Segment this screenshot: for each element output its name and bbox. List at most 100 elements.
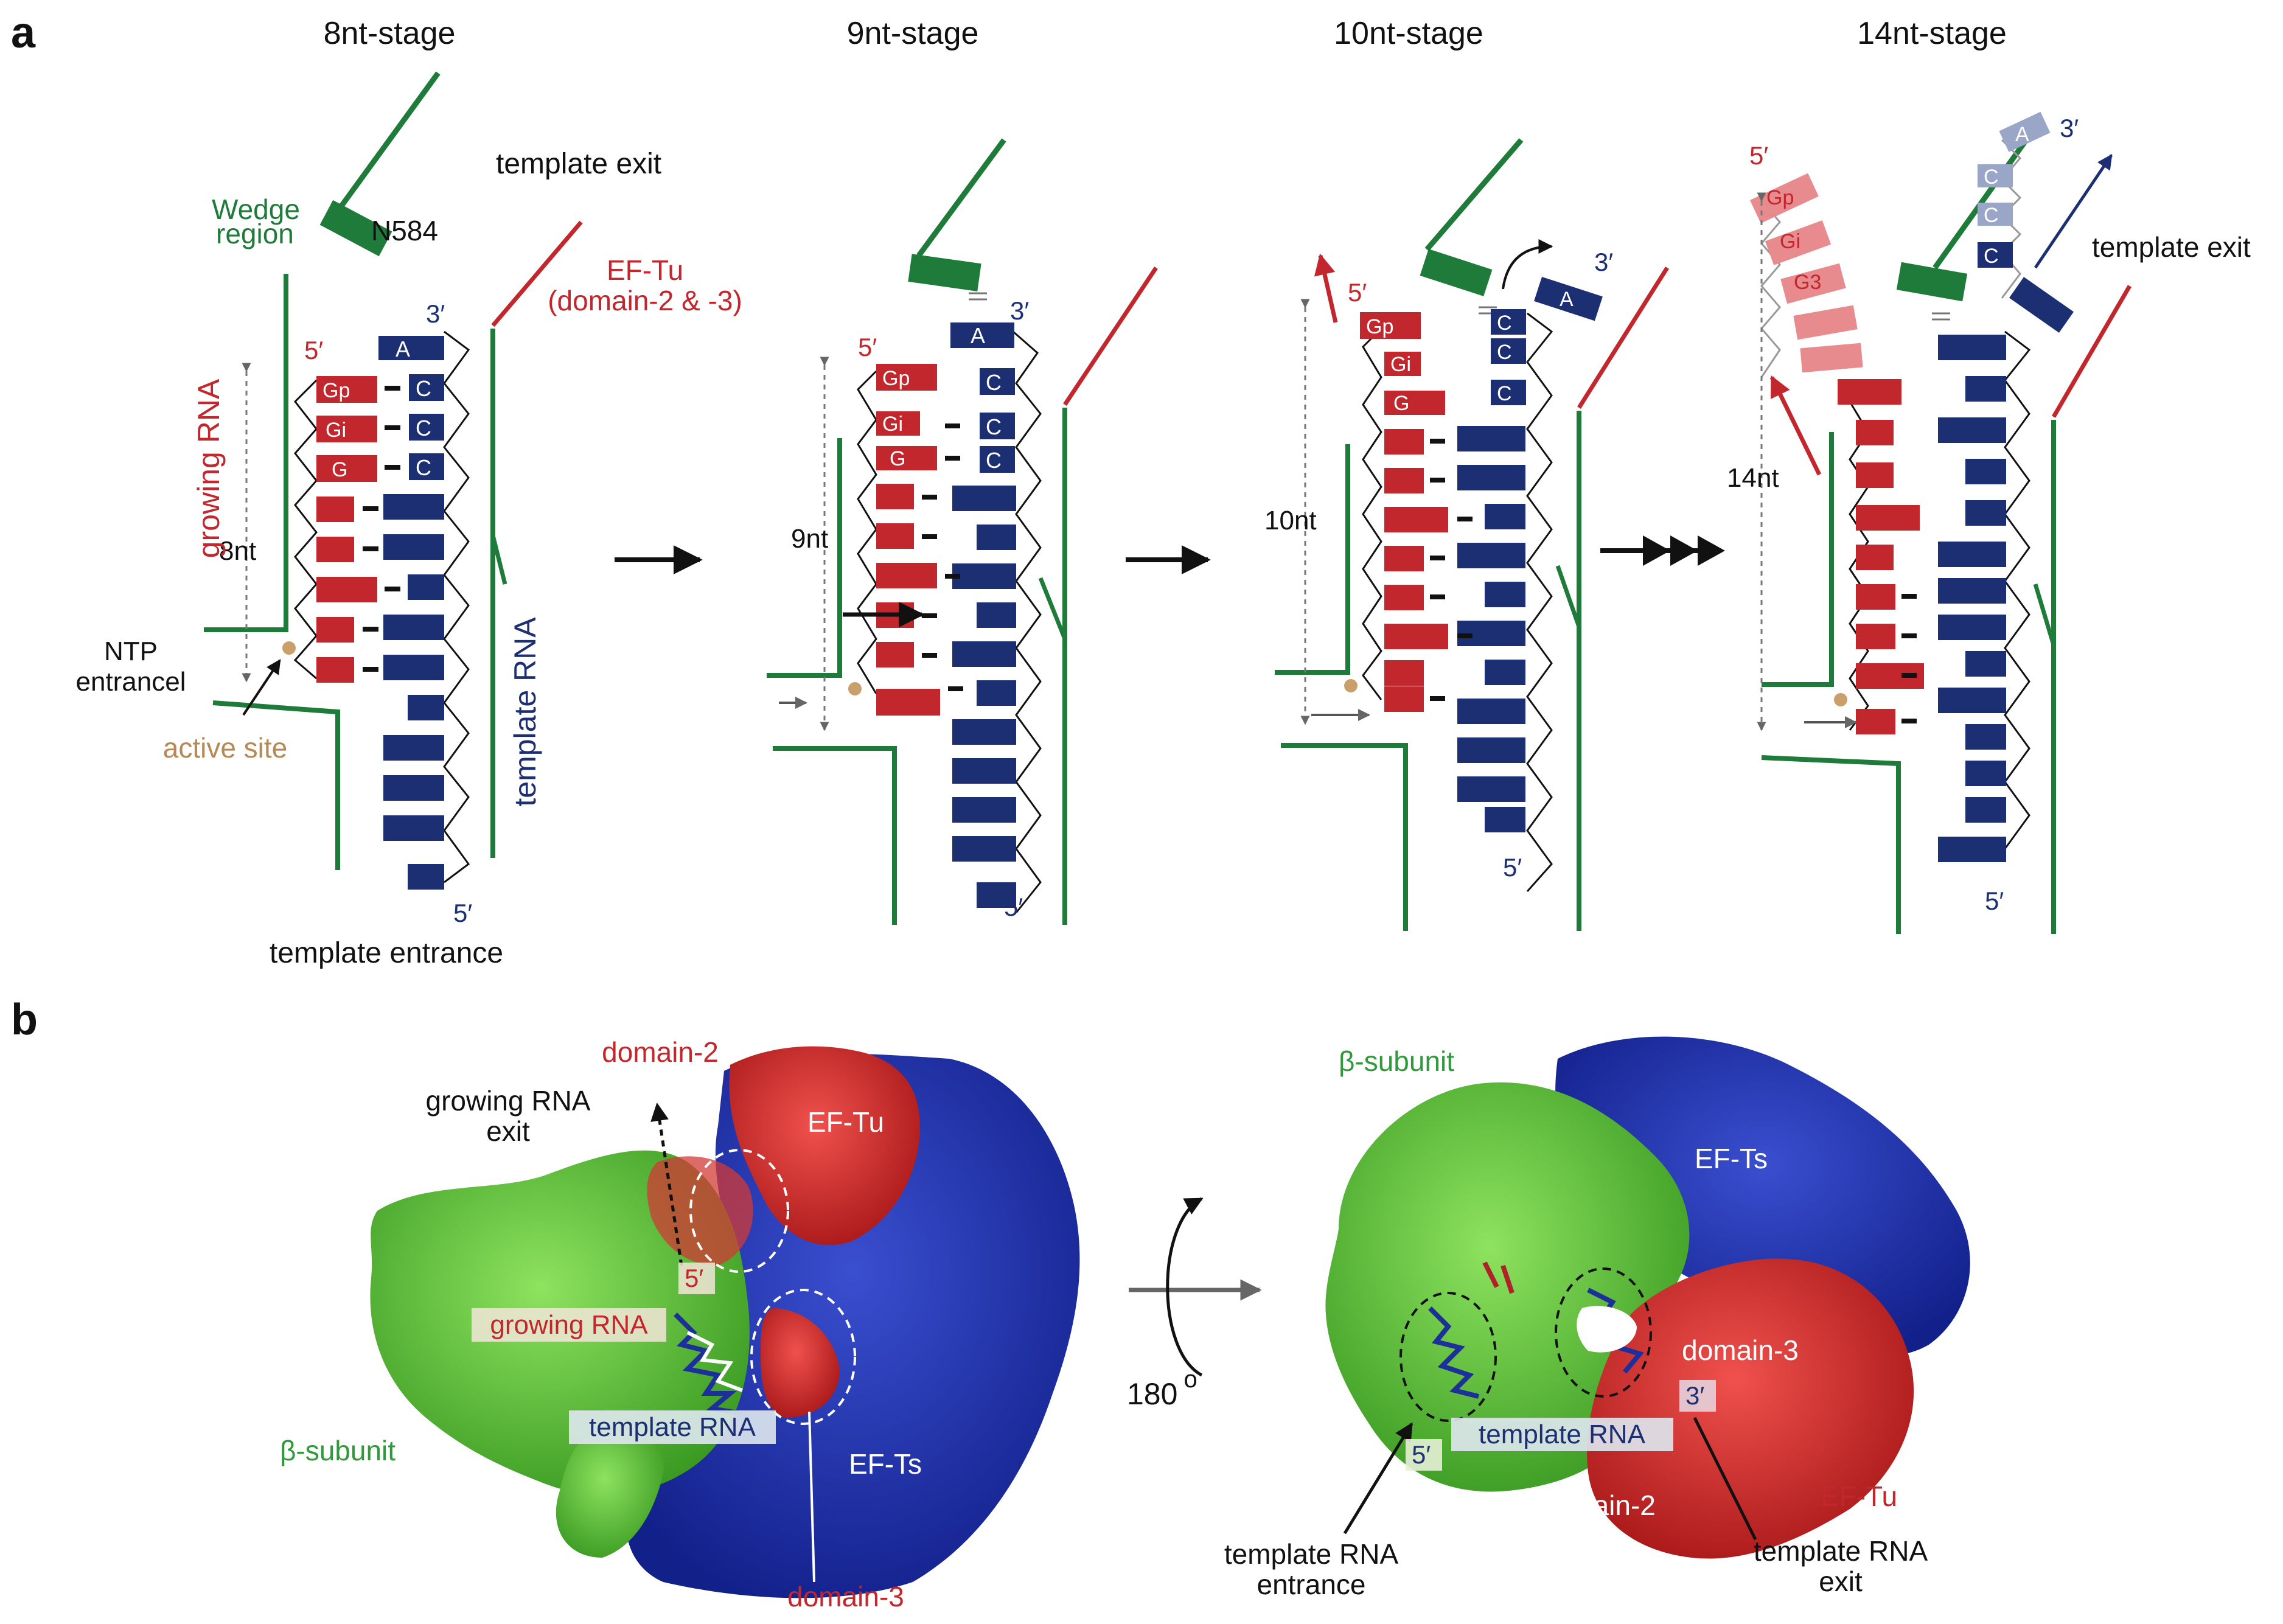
five-prime-badge-text: 5′ (685, 1264, 703, 1292)
stage-title-10nt: 10nt-stage (1334, 16, 1483, 51)
five-prime-bottom-label: 5′ (453, 899, 472, 927)
stage-10nt: A C C C Gp Gi G (1264, 140, 1667, 931)
n584-label: N584 (371, 215, 438, 246)
wedge-arm (341, 73, 438, 207)
length-label: 10nt (1264, 506, 1317, 535)
template-base-label: A (2015, 123, 2029, 146)
three-prime-label: 3′ (2060, 114, 2079, 142)
template-base (383, 655, 444, 680)
stage-9nt: A C C C Gp Gi G (767, 140, 1156, 925)
template-rna-badge-right-text: template RNA (1479, 1420, 1646, 1449)
growing-base-label: Gi (882, 413, 903, 436)
template-base-label: C (1497, 341, 1512, 364)
five-prime-label: 5′ (304, 336, 323, 364)
ntp-entrance-label: NTP (104, 636, 158, 666)
template-base (383, 735, 444, 761)
template-backbone (444, 332, 469, 882)
template-base-label: A (396, 336, 410, 361)
template-base (383, 615, 444, 640)
panel-label-a: a (11, 9, 36, 57)
three-prime-badge-right-text: 3′ (1685, 1381, 1704, 1410)
growing-base-label: Gp (322, 379, 350, 402)
template-base-label: C (416, 376, 431, 401)
template-exit-label: template exit (2092, 231, 2251, 263)
rotation-label: 180o (1127, 1366, 1197, 1411)
template-base (383, 775, 444, 801)
five-prime-bottom-label: 5′ (1503, 853, 1522, 882)
five-prime-label: 5′ (1348, 278, 1367, 307)
ef-tu-label: EF-Tu (607, 254, 683, 286)
domain2-label-left: domain-2 (602, 1036, 719, 1068)
growing-base-label: Gp (1366, 315, 1393, 338)
template-base-label: C (1984, 166, 1999, 189)
five-prime-label: 5′ (858, 333, 877, 361)
five-prime-bottom-label: 5′ (1004, 893, 1023, 921)
template-base (378, 336, 444, 360)
domain3-label-left: domain-3 (787, 1581, 904, 1612)
growing-backbone (295, 380, 316, 678)
template-base (383, 494, 444, 520)
entrance-label: template RNA (1224, 1538, 1399, 1570)
exit-label: template RNA (1754, 1535, 1928, 1567)
growing-base-label: G (890, 447, 905, 470)
template-rna-label: template RNA (508, 617, 542, 807)
entrance-pointer (1345, 1424, 1412, 1533)
stage-14nt: A C C C template exit 3′ Gp Gi G3 5′ (1727, 112, 2251, 934)
growing-base-label: G3 (1794, 271, 1821, 294)
growing-base (316, 657, 354, 683)
template-base-label: A (971, 323, 985, 348)
template-base-label: C (986, 448, 1002, 473)
three-prime-label: 3′ (1010, 296, 1029, 325)
template-base-label: C (1984, 245, 1999, 268)
beta-subunit-label-left: β-subunit (280, 1435, 396, 1466)
five-prime-bottom-label: 5′ (1985, 887, 2004, 915)
ntp-entrance-label-2: entrancel (75, 667, 186, 697)
growing-exit-label-2: exit (486, 1115, 530, 1147)
growing-rna-label: growing RNA (192, 378, 226, 558)
exit-label-2: exit (1819, 1566, 1863, 1597)
active-site-dot (282, 641, 296, 655)
template-base (383, 534, 444, 560)
template-base-label: C (986, 370, 1002, 395)
growing-base-label: Gi (1390, 353, 1411, 376)
beta-subunit-label-right: β-subunit (1339, 1045, 1454, 1077)
template-base (408, 695, 444, 720)
ef-tu-label-2: (domain-2 & -3) (548, 285, 742, 316)
ef-tu-label-right: EF-Tu (1821, 1480, 1897, 1512)
growing-rna-badge-text: growing RNA (490, 1310, 648, 1340)
template-base-label: C (416, 416, 431, 441)
growing-base (316, 497, 354, 522)
active-site-label: active site (163, 732, 288, 764)
five-prime-label: 5′ (1749, 141, 1768, 170)
template-entrance-label: template entrance (270, 937, 503, 969)
structure-left: domain-2 growing RNA exit EF-Tu 5′ growi… (280, 1036, 1079, 1612)
growing-base (316, 577, 377, 602)
growing-base-label: Gp (1766, 186, 1794, 209)
growing-exit-label: growing RNA (426, 1085, 591, 1117)
three-prime-label: 3′ (1594, 248, 1613, 276)
entrance-channel-wall (213, 703, 338, 870)
growing-base-label: Gi (326, 419, 346, 442)
stage-title-9nt: 9nt-stage (847, 16, 979, 51)
template-base-label: A (1560, 288, 1574, 311)
stage-arrow-3 (1600, 535, 1725, 566)
growing-base-label: G (1393, 392, 1409, 415)
three-prime-label: 3′ (426, 299, 445, 328)
template-rna-badge-text: template RNA (589, 1412, 756, 1442)
ef-ts-label-left: EF-Ts (849, 1448, 922, 1480)
template-base-label: C (416, 455, 431, 480)
growing-base-label: Gp (882, 367, 910, 390)
stage-8nt: A C C C Gp Gi G (75, 73, 742, 969)
template-exit-label: template exit (496, 148, 661, 180)
length-label: 14nt (1727, 463, 1779, 493)
domain3-label-right: domain-3 (1682, 1334, 1799, 1366)
growing-base-label: G (332, 458, 347, 481)
stage-title-14nt: 14nt-stage (1857, 16, 2007, 51)
template-base (383, 815, 444, 841)
panel-label-b: b (11, 995, 38, 1044)
template-base-label: C (1497, 382, 1512, 405)
stage-title-8nt: 8nt-stage (324, 16, 456, 51)
template-base-label: C (1497, 312, 1512, 335)
